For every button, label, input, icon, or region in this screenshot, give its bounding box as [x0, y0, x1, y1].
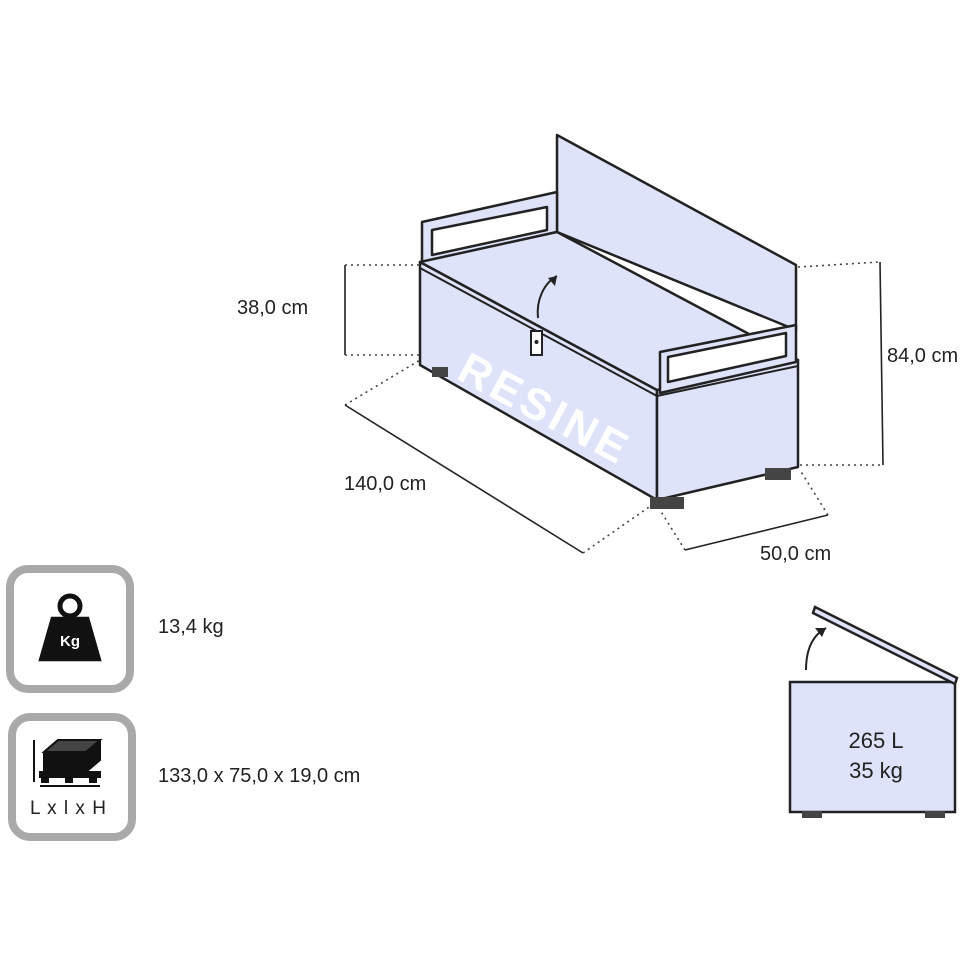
package-icon-frame [8, 713, 136, 841]
storage-volume: 265 L [848, 728, 904, 753]
package-dimension-label: L x l x H [30, 798, 107, 819]
seat-height-label: 38,0 cm [237, 297, 309, 319]
package-value: 133,0 x 75,0 x 19,0 cm [158, 765, 361, 787]
weight-icon-frame [6, 565, 134, 693]
total-height-label: 84,0 cm [887, 345, 959, 367]
storage-box [788, 605, 959, 818]
right-armrest-inner [666, 331, 788, 384]
length-label: 140,0 cm [344, 473, 427, 495]
feet [432, 367, 791, 509]
storage-load: 35 kg [849, 758, 903, 783]
weight-value: 13,4 kg [158, 616, 224, 638]
left-armrest-inner [430, 205, 549, 257]
depth-label: 50,0 cm [760, 543, 832, 565]
